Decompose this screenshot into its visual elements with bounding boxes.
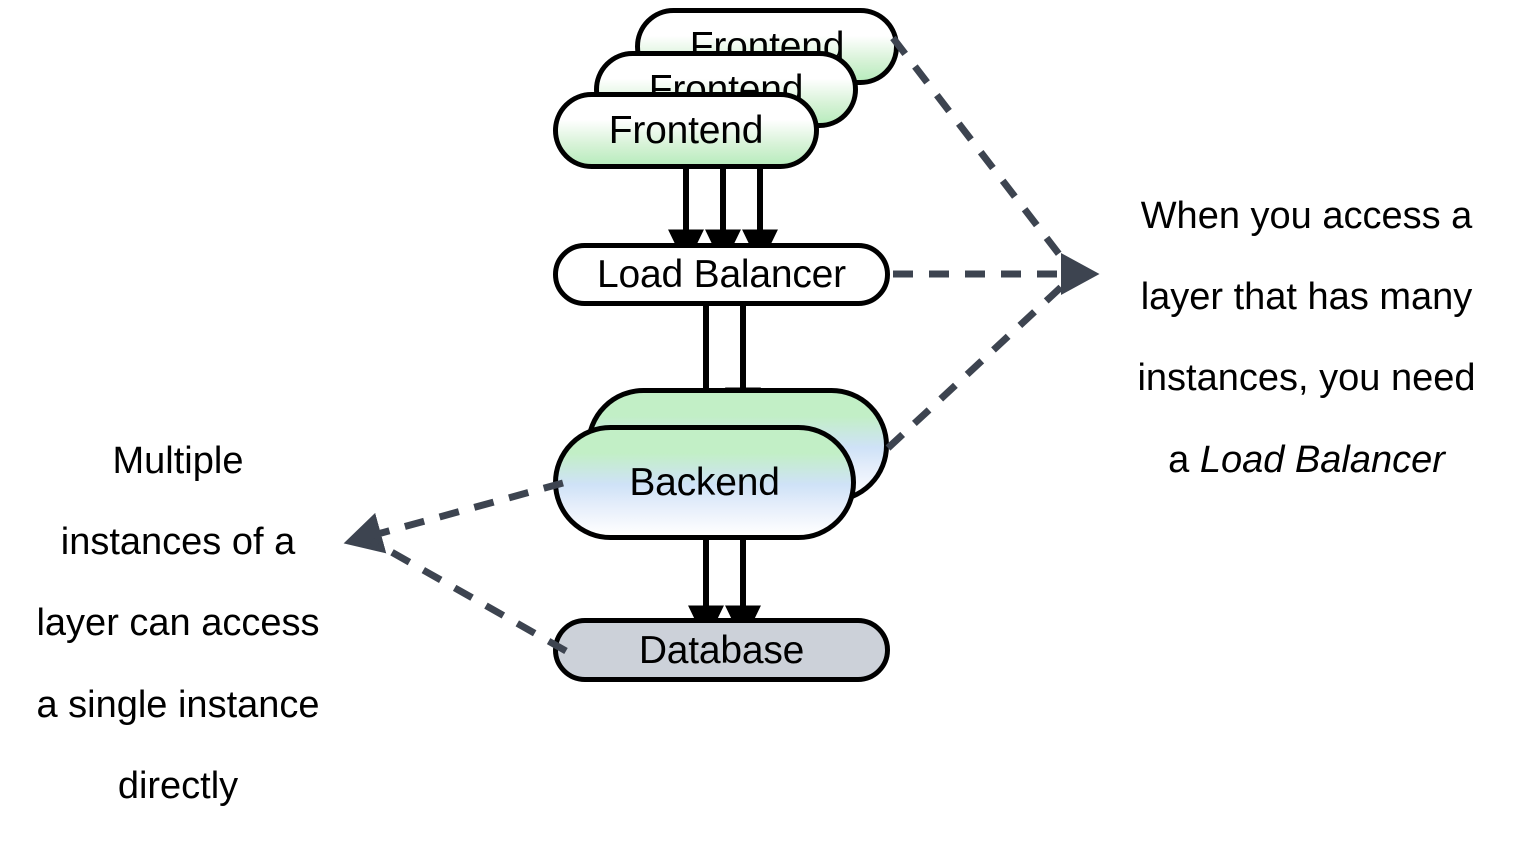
- annotation-left-line-3: layer can access: [36, 602, 320, 645]
- node-label: Backend: [629, 461, 780, 504]
- leader-backend-to-right-note: [885, 274, 1075, 451]
- node-label: Frontend: [608, 109, 764, 152]
- annotation-right-line-1: When you access a: [1140, 194, 1473, 237]
- leader-frontend-to-right-note: [890, 35, 1075, 274]
- annotation-right-line-3: instances, you need: [1137, 357, 1476, 400]
- leader-lines-right-annotation: [885, 35, 1100, 451]
- annotation-right-line-2: layer that has many: [1140, 275, 1473, 318]
- annotation-leader-layer: [343, 35, 1100, 655]
- annotation-left-direct-access: Multiple instances of a layer can access…: [0, 400, 356, 847]
- annotation-left-line-1: Multiple: [112, 439, 244, 482]
- annotation-left-line-2: instances of a: [60, 520, 296, 563]
- leader-lines-left-annotation: [343, 479, 568, 655]
- annotation-left-line-4: a single instance: [36, 683, 320, 726]
- annotation-right-line-4-prefix: a: [1168, 438, 1200, 481]
- annotation-right-emphasis-load-balancer: Load Balancer: [1199, 438, 1445, 481]
- leader-backend-to-left-note: [343, 479, 564, 554]
- annotation-right-load-balancer: When you access a layer that has many in…: [1096, 155, 1517, 521]
- annotation-right-line-4: a Load Balancer: [1096, 438, 1517, 481]
- node-frontend-instance-1[interactable]: Frontend: [553, 92, 819, 169]
- architecture-diagram: Frontend Frontend Frontend Load Balancer…: [36, 8, 1517, 807]
- flow-backend-to-database: [688, 536, 761, 643]
- leader-database-to-left-note: [370, 537, 568, 655]
- flow-frontend-to-load-balancer: [668, 166, 778, 267]
- annotation-left-line-5: directly: [117, 764, 239, 807]
